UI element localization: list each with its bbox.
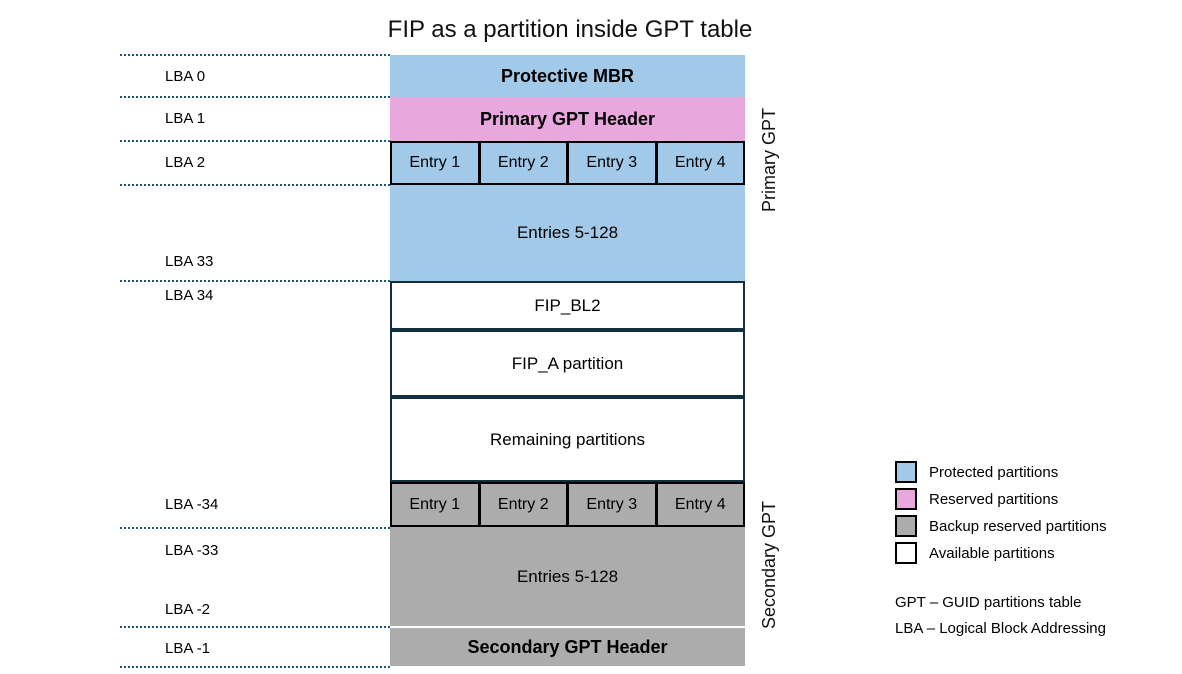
lba-abbreviation: LBA – Logical Block Addressing	[895, 620, 1106, 637]
primary-entry-1: Entry 1	[390, 141, 480, 185]
legend-label: Protected partitions	[929, 463, 1059, 481]
available-color-swatch	[895, 542, 917, 564]
secondary-entry-3: Entry 3	[568, 482, 657, 527]
dotted-line	[120, 626, 390, 628]
block-secondary-entries-5-128: Entries 5-128	[390, 527, 745, 626]
lba-label-33: LBA 33	[165, 253, 214, 270]
block-primary-gpt-header: Primary GPT Header	[390, 97, 745, 141]
legend-label: Available partitions	[929, 544, 1055, 562]
protected-color-swatch	[895, 461, 917, 483]
lba-label-1: LBA 1	[165, 110, 206, 127]
secondary-gpt-side-label: Secondary GPT	[759, 500, 779, 630]
dotted-line	[120, 96, 390, 98]
legend: Protected partitions Reserved partitions…	[895, 461, 1165, 642]
block-protective-mbr: Protective MBR	[390, 55, 745, 97]
secondary-entry-4: Entry 4	[656, 482, 745, 527]
primary-entry-row: Entry 1 Entry 2 Entry 3 Entry 4	[390, 141, 745, 185]
lba-label-2: LBA 2	[165, 154, 206, 171]
dotted-line	[120, 666, 390, 668]
primary-entry-3: Entry 3	[568, 141, 657, 185]
primary-entry-2: Entry 2	[479, 141, 568, 185]
block-remaining-partitions: Remaining partitions	[390, 397, 745, 482]
legend-label: Reserved partitions	[929, 490, 1059, 508]
lba-label-minus33: LBA -33	[165, 542, 219, 559]
block-primary-entries-5-128: Entries 5-128	[390, 185, 745, 281]
secondary-entry-1: Entry 1	[390, 482, 480, 527]
lba-label-minus34: LBA -34	[165, 496, 219, 513]
dotted-line	[120, 527, 390, 529]
reserved-color-swatch	[895, 488, 917, 510]
dotted-line	[120, 54, 390, 56]
block-secondary-gpt-header: Secondary GPT Header	[390, 628, 745, 666]
secondary-entry-2: Entry 2	[479, 482, 568, 527]
primary-gpt-side-label: Primary GPT	[759, 108, 779, 213]
secondary-entry-row: Entry 1 Entry 2 Entry 3 Entry 4	[390, 482, 745, 527]
lba-label-0: LBA 0	[165, 68, 206, 85]
legend-item-protected: Protected partitions	[895, 461, 1165, 483]
legend-item-reserved: Reserved partitions	[895, 488, 1165, 510]
legend-item-backup-reserved: Backup reserved partitions	[895, 515, 1165, 537]
legend-item-available: Available partitions	[895, 542, 1165, 564]
block-fip-a-partition: FIP_A partition	[390, 330, 745, 397]
lba-label-minus1: LBA -1	[165, 640, 211, 657]
block-fip-bl2: FIP_BL2	[390, 281, 745, 330]
primary-entry-4: Entry 4	[656, 141, 745, 185]
lba-label-minus2: LBA -2	[165, 601, 211, 618]
dotted-line	[120, 140, 390, 142]
gpt-abbreviation: GPT – GUID partitions table	[895, 594, 1082, 611]
page-title: FIP as a partition inside GPT table	[387, 16, 753, 43]
dotted-line	[120, 184, 390, 186]
dotted-line	[120, 280, 390, 282]
legend-label: Backup reserved partitions	[929, 517, 1107, 535]
backup-reserved-color-swatch	[895, 515, 917, 537]
abbreviations: GPT – GUID partitions table LBA – Logica…	[895, 590, 1165, 642]
lba-label-34: LBA 34	[165, 287, 214, 304]
